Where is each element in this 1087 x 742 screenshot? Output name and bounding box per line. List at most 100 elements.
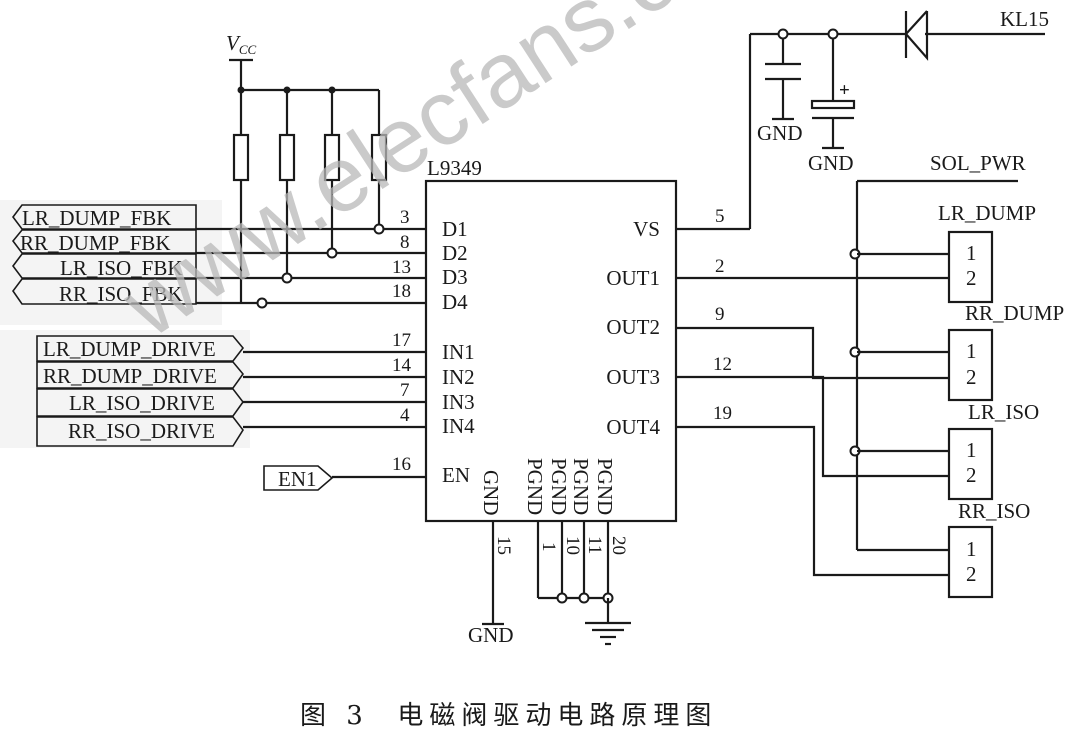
ic-name: L9349 [427, 156, 482, 180]
svg-text:LR_ISO: LR_ISO [968, 400, 1039, 424]
feedback-ports: LR_DUMP_FBK RR_DUMP_FBK LR_ISO_FBK RR_IS… [11, 204, 197, 306]
svg-text:LR_ISO_DRIVE: LR_ISO_DRIVE [69, 391, 215, 415]
vcc-pullup-network: VCC [226, 31, 388, 303]
port-rr-iso-drive: RR_ISO_DRIVE [36, 416, 244, 447]
svg-text:LR_ISO_FBK: LR_ISO_FBK [60, 256, 183, 280]
svg-text:RR_DUMP_FBK: RR_DUMP_FBK [20, 231, 171, 255]
svg-text:VS: VS [633, 217, 660, 241]
svg-text:PGND: PGND [523, 458, 547, 515]
diode [904, 10, 929, 61]
svg-text:EN: EN [442, 463, 470, 487]
figure-caption: 图 3 电磁阀驱动电路原理图 [300, 701, 717, 731]
svg-text:9: 9 [715, 304, 725, 325]
junction-dot [578, 592, 590, 604]
port-rr-dump-fbk: RR_DUMP_FBK [11, 229, 197, 255]
svg-text:D4: D4 [442, 290, 468, 314]
svg-text:17: 17 [392, 330, 411, 351]
valve-lr-iso: LR_ISO 1 2 [947, 400, 1039, 501]
svg-text:10: 10 [562, 536, 583, 555]
svg-text:2: 2 [966, 463, 977, 487]
svg-text:D2: D2 [442, 241, 468, 265]
valve-lr-dump: LR_DUMP 1 2 [938, 201, 1036, 304]
svg-text:19: 19 [713, 403, 732, 424]
svg-text:14: 14 [392, 355, 412, 376]
svg-text:OUT1: OUT1 [606, 266, 660, 290]
gnd-label-cap2: GND [808, 151, 854, 175]
resistor-r4 [370, 90, 388, 229]
port-lr-dump-drive: LR_DUMP_DRIVE [36, 335, 245, 362]
svg-text:2: 2 [966, 562, 977, 586]
svg-text:RR_DUMP_DRIVE: RR_DUMP_DRIVE [43, 364, 217, 388]
svg-text:PGND: PGND [547, 458, 571, 515]
svg-text:PGND: PGND [593, 458, 617, 515]
svg-text:RR_ISO_DRIVE: RR_ISO_DRIVE [68, 419, 215, 443]
vcc-label: VCC [226, 31, 256, 57]
valve-rr-iso: RR_ISO 1 2 [947, 499, 1030, 599]
svg-text:8: 8 [400, 232, 410, 253]
gnd-label-ic: GND [468, 623, 514, 647]
svg-text:12: 12 [713, 354, 732, 375]
svg-text:D3: D3 [442, 265, 468, 289]
svg-text:LR_DUMP_DRIVE: LR_DUMP_DRIVE [43, 337, 216, 361]
ic-body [424, 179, 678, 523]
svg-text:RR_ISO_FBK: RR_ISO_FBK [59, 282, 183, 306]
svg-text:LR_DUMP: LR_DUMP [938, 201, 1036, 225]
gnd-label-cap1: GND [757, 121, 803, 145]
port-lr-iso-fbk: LR_ISO_FBK [12, 253, 197, 280]
svg-text:1: 1 [966, 438, 977, 462]
svg-text:IN4: IN4 [442, 414, 475, 438]
cap-plus-sign: + [839, 80, 850, 101]
svg-text:20: 20 [608, 536, 629, 555]
svg-text:2: 2 [966, 365, 977, 389]
svg-text:EN1: EN1 [278, 467, 317, 491]
junction-dot [827, 28, 839, 40]
svg-text:1: 1 [966, 537, 977, 561]
sol-pwr-bus: SOL_PWR [849, 151, 1026, 552]
capacitor-ceramic: GND [757, 38, 803, 145]
port-lr-dump-fbk: LR_DUMP_FBK [12, 204, 197, 230]
resistor-r1 [232, 90, 250, 303]
svg-text:GND: GND [479, 470, 503, 516]
svg-text:IN1: IN1 [442, 340, 475, 364]
svg-text:16: 16 [392, 454, 411, 475]
svg-text:RR_ISO: RR_ISO [958, 499, 1030, 523]
junction-dot [256, 297, 268, 309]
svg-text:1: 1 [966, 241, 977, 265]
junction-dot [556, 592, 568, 604]
junction-dot [281, 272, 293, 284]
port-rr-dump-drive: RR_DUMP_DRIVE [36, 361, 245, 389]
svg-text:RR_DUMP: RR_DUMP [965, 301, 1064, 325]
port-lr-iso-drive: LR_ISO_DRIVE [36, 388, 244, 417]
valve-rr-dump: RR_DUMP 1 2 [947, 301, 1064, 402]
svg-text:IN3: IN3 [442, 390, 475, 414]
svg-text:4: 4 [400, 405, 410, 426]
svg-text:OUT3: OUT3 [606, 365, 660, 389]
svg-text:13: 13 [392, 257, 411, 278]
resistor-r3 [323, 90, 341, 253]
svg-text:2: 2 [715, 256, 725, 277]
svg-text:3: 3 [400, 207, 410, 228]
junction-dot [373, 223, 385, 235]
junction-dot [326, 247, 338, 259]
svg-text:OUT2: OUT2 [606, 315, 660, 339]
svg-text:LR_DUMP_FBK: LR_DUMP_FBK [22, 206, 171, 230]
feedback-wires [196, 223, 426, 309]
sol-pwr-label: SOL_PWR [930, 151, 1026, 175]
svg-text:D1: D1 [442, 217, 468, 241]
svg-text:15: 15 [493, 536, 514, 555]
power-ground-symbol [585, 621, 631, 646]
output-wires [676, 276, 949, 577]
svg-text:11: 11 [584, 536, 605, 554]
ic-l9349: L9349 3 8 13 18 17 14 7 4 16 D1 D2 D3 D4… [392, 156, 732, 555]
svg-text:IN2: IN2 [442, 365, 475, 389]
port-rr-iso-fbk: RR_ISO_FBK [12, 278, 197, 306]
svg-text:PGND: PGND [569, 458, 593, 515]
svg-text:18: 18 [392, 281, 411, 302]
drive-ports: LR_DUMP_DRIVE RR_DUMP_DRIVE LR_ISO_DRIVE… [36, 335, 245, 447]
kl15-label: KL15 [1000, 7, 1049, 31]
port-en1: EN1 [263, 465, 426, 491]
capacitor-electrolytic: + GND [808, 38, 856, 175]
svg-text:1: 1 [966, 339, 977, 363]
svg-text:5: 5 [715, 206, 725, 227]
